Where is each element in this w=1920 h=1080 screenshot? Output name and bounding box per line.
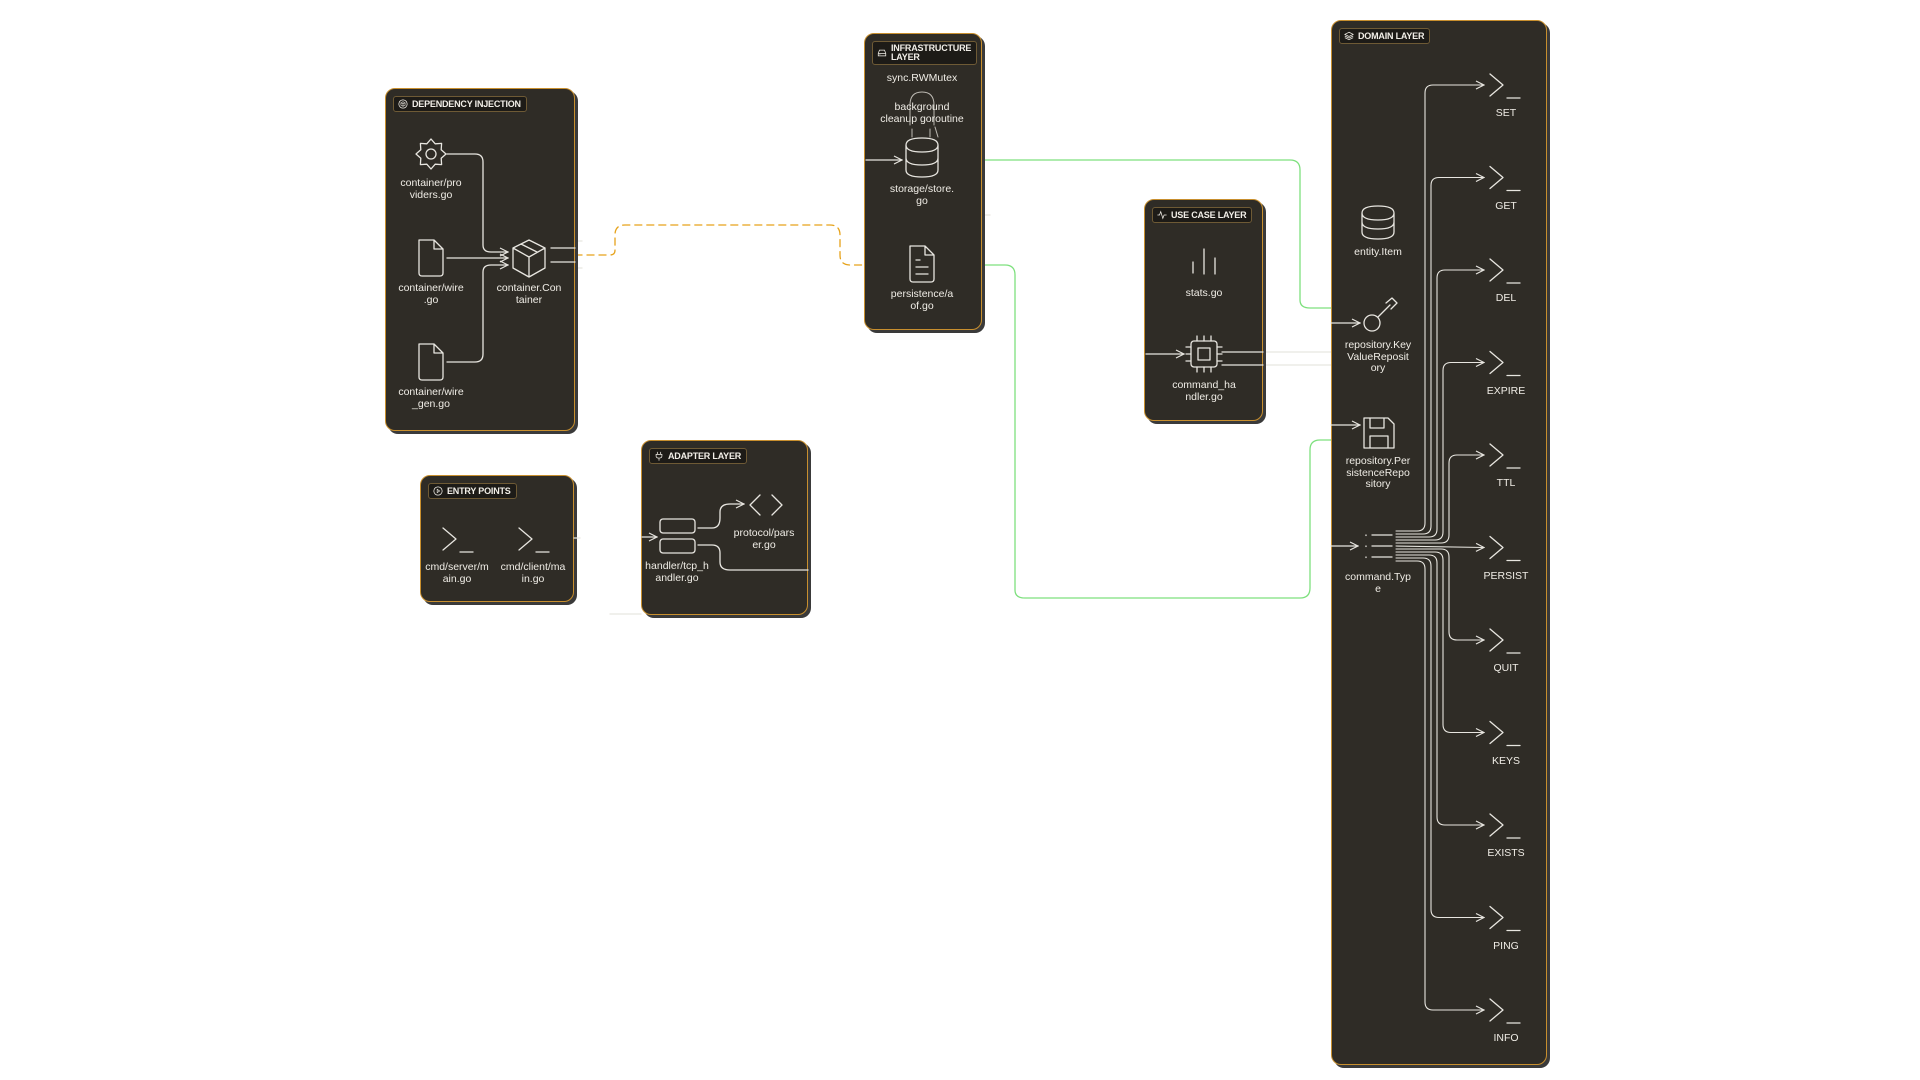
node-label-cleanup[interactable]: background cleanup goroutine bbox=[880, 101, 964, 125]
node-label-client-main[interactable]: cmd/client/ma in.go bbox=[500, 561, 566, 585]
panel-title-domain-layer: DOMAIN LAYER bbox=[1339, 28, 1431, 44]
panel-title-text: INFRASTRUCTURE LAYER bbox=[891, 43, 972, 62]
panel-dependency-injection[interactable]: DEPENDENCY INJECTION bbox=[385, 88, 575, 431]
node-label-providers[interactable]: container/pro viders.go bbox=[400, 177, 462, 201]
node-label-command-type[interactable]: command.Typ e bbox=[1345, 571, 1411, 595]
command-label-set[interactable]: SET bbox=[1495, 107, 1517, 119]
panel-title-text: ADAPTER LAYER bbox=[668, 450, 742, 461]
command-label-get[interactable]: GET bbox=[1495, 199, 1517, 212]
node-label-wire-gen[interactable]: container/wire _gen.go bbox=[398, 386, 464, 410]
panel-title-dependency-injection: DEPENDENCY INJECTION bbox=[393, 96, 527, 112]
wire-container-to-aof-dashed bbox=[574, 224, 905, 265]
activity-icon bbox=[1157, 210, 1167, 220]
command-label-quit[interactable]: QUIT bbox=[1493, 662, 1519, 674]
node-label-mutex[interactable]: sync.RWMutex bbox=[886, 72, 958, 84]
layers-icon bbox=[1344, 31, 1354, 41]
node-label-aof[interactable]: persistence/a of.go bbox=[890, 288, 954, 312]
panel-title-entry-points: ENTRY POINTS bbox=[428, 483, 517, 499]
panel-title-infrastructure-layer: INFRASTRUCTURE LAYER bbox=[872, 41, 978, 65]
play-circle-icon bbox=[433, 486, 443, 496]
panel-title-adapter-layer: ADAPTER LAYER bbox=[649, 448, 748, 464]
command-label-keys[interactable]: KEYS bbox=[1491, 754, 1521, 767]
command-label-ttl[interactable]: TTL bbox=[1496, 477, 1516, 489]
panel-domain-layer[interactable]: DOMAIN LAYER bbox=[1331, 20, 1547, 1065]
command-label-expire[interactable]: EXPIRE bbox=[1486, 384, 1526, 397]
panel-title-text: DEPENDENCY INJECTION bbox=[412, 98, 521, 109]
node-label-container[interactable]: container.Con tainer bbox=[496, 282, 562, 306]
node-label-entity-item[interactable]: entity.Item bbox=[1354, 246, 1402, 258]
command-label-info[interactable]: INFO bbox=[1493, 1032, 1519, 1044]
node-label-parser[interactable]: protocol/pars er.go bbox=[733, 527, 795, 551]
panel-title-use-case-layer: USE CASE LAYER bbox=[1152, 207, 1253, 223]
panel-use-case-layer[interactable]: USE CASE LAYER bbox=[1144, 199, 1263, 421]
node-label-kv-repo[interactable]: repository.Key ValueReposit ory bbox=[1344, 339, 1412, 374]
node-label-store[interactable]: storage/store. go bbox=[889, 183, 955, 207]
plug-icon bbox=[655, 451, 663, 461]
hard-drive-icon bbox=[877, 49, 887, 57]
node-label-server-main[interactable]: cmd/server/m ain.go bbox=[425, 561, 489, 585]
node-label-tcp-handler[interactable]: handler/tcp_h andler.go bbox=[645, 560, 709, 584]
command-label-persist[interactable]: PERSIST bbox=[1483, 569, 1529, 582]
node-label-command-handler[interactable]: command_ha ndler.go bbox=[1172, 379, 1236, 403]
command-label-exists[interactable]: EXISTS bbox=[1487, 847, 1525, 859]
command-label-del[interactable]: DEL bbox=[1495, 292, 1517, 304]
panel-title-text: USE CASE LAYER bbox=[1171, 209, 1247, 220]
panel-title-text: DOMAIN LAYER bbox=[1358, 30, 1425, 41]
panel-title-text: ENTRY POINTS bbox=[447, 485, 511, 496]
node-label-stats[interactable]: stats.go bbox=[1185, 287, 1223, 299]
box-icon bbox=[398, 99, 408, 109]
node-label-wire[interactable]: container/wire .go bbox=[398, 282, 464, 306]
command-label-ping[interactable]: PING bbox=[1493, 939, 1519, 952]
node-label-persist-repo[interactable]: repository.Per sistenceRepo sitory bbox=[1345, 455, 1411, 490]
